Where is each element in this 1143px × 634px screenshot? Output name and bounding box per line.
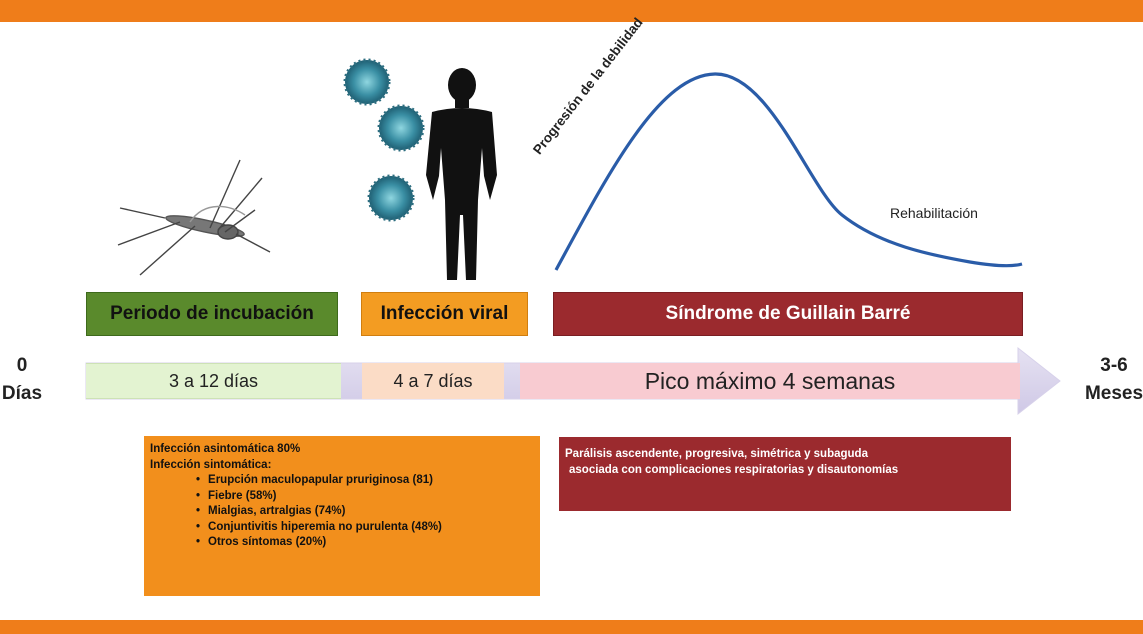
- symptom-list: Erupción maculopapular pruriginosa (81) …: [150, 473, 534, 551]
- phase-incubation: Periodo de incubación: [86, 292, 338, 336]
- list-item: Erupción maculopapular pruriginosa (81): [208, 473, 534, 489]
- end-value: 3-6: [1100, 355, 1128, 376]
- rehabilitation-label: Rehabilitación: [890, 205, 978, 221]
- gbs-description-box: Parálisis ascendente, progresiva, simétr…: [559, 437, 1011, 511]
- gbs-description-line2: asociada con complicaciones respiratoria…: [569, 463, 899, 476]
- start-value: 0: [16, 355, 28, 376]
- segment-gbs-peak: Pico máximo 4 semanas: [520, 363, 1020, 399]
- mosquito-icon: [117, 159, 271, 276]
- segment-viral-duration: 4 a 7 días: [362, 363, 504, 399]
- list-item: Otros síntomas (20%): [208, 535, 534, 551]
- weakness-curve: [554, 72, 1023, 271]
- phase-guillain-barre: Síndrome de Guillain Barré: [553, 292, 1023, 336]
- segment-incubation-duration: 3 a 12 días: [86, 363, 341, 399]
- list-item: Fiebre (58%): [208, 489, 534, 505]
- asymptomatic-line: Infección asintomática 80%: [150, 443, 301, 455]
- gbs-description-line1: Parálisis ascendente, progresiva, simétr…: [565, 448, 868, 460]
- start-unit: Días: [1, 383, 43, 404]
- list-item: Mialgias, artralgias (74%): [208, 504, 534, 520]
- timeline-start-label: 0 Días: [0, 352, 44, 408]
- human-silhouette-icon: [426, 68, 497, 280]
- phase-viral-infection: Infección viral: [361, 292, 528, 336]
- symptomatic-line: Infección sintomática:: [150, 458, 272, 471]
- end-unit: Meses: [1084, 383, 1143, 404]
- virus-icon: [343, 58, 425, 222]
- list-item: Conjuntivitis hiperemia no purulenta (48…: [208, 520, 534, 536]
- timeline-end-label: 3-6 Meses: [1074, 352, 1143, 408]
- symptoms-box: Infección asintomática 80% Infección sin…: [144, 436, 540, 596]
- top-accent-bar: [0, 0, 1143, 22]
- bottom-accent-bar: [0, 620, 1143, 634]
